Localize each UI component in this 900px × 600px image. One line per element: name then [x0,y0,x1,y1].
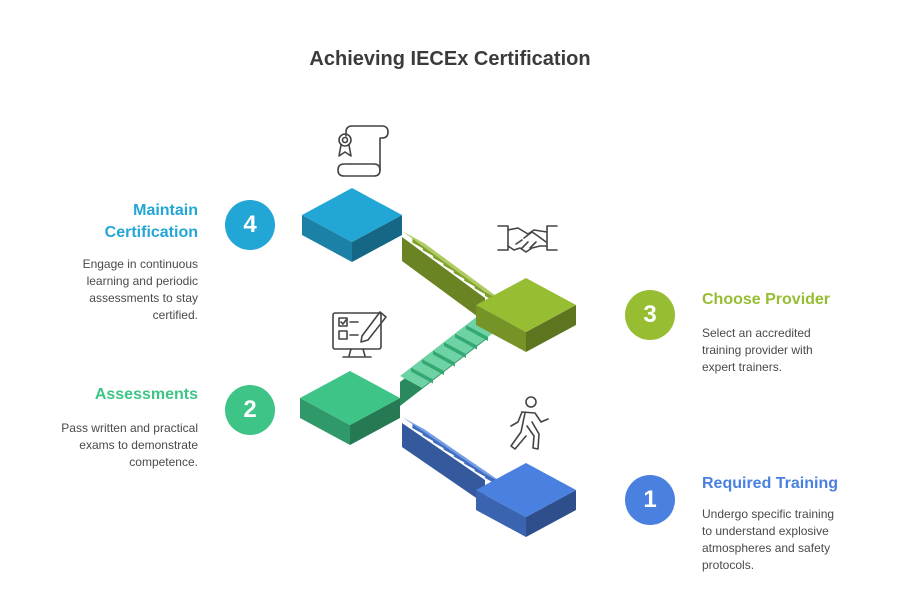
platform-2-left-side [300,398,350,445]
certificate-scroll-icon [337,125,389,177]
stairs-4-to-3-step [422,246,456,266]
platform-4-right-side [352,215,402,262]
stairs-4-to-3-side [402,237,485,322]
platform-4-top [302,188,402,242]
step-1-description-line: atmospheres and safety [702,541,831,555]
stairs-2-to-3-step [433,342,466,363]
stairs-2-to-1-step [433,438,466,458]
stairs-2-to-1 [402,417,507,504]
platforms [300,188,576,537]
stairs-2-to-1-step [402,417,435,437]
platform-2-right-side [350,398,400,445]
step-3-badge: 3 [625,290,675,340]
step-2-title: Assessments [94,386,198,403]
monitor-checklist-icon [332,311,387,358]
step-4-title-line: Certification [104,224,198,241]
step-4-description-line: certified. [152,308,198,322]
step-3-description-line: training provider with [702,343,813,357]
platform-1-top [476,463,576,517]
handshake-icon [497,225,558,253]
step-4-description-line: Engage in continuous [82,257,198,271]
stairs-2-to-3-riser [433,350,455,367]
step-1-description-line: protocols. [702,558,755,572]
stairs-2-to-3-riser [444,342,466,358]
stairs-2-to-3-riser [455,333,477,350]
stairs-4-to-3-step [464,276,497,297]
stairs-2-to-1-step [464,459,497,479]
stairs-2-to-3-step [400,367,433,388]
platform-4-left-side [302,215,352,262]
stairs-2-to-3-step [411,359,444,380]
stairs-2-to-3-riser [411,367,433,384]
platform-1 [476,463,576,537]
stairs-4-to-3-step [402,231,435,251]
stairs-2-to-1-side [402,423,485,504]
step-2-description-line: competence. [129,455,198,469]
stairs-4-to-3-step [433,253,466,274]
step-3-title: Choose Provider [702,291,831,308]
step-2-description-line: Pass written and practical [61,421,198,435]
stairs-2-to-1-step [453,452,487,472]
step-4-description-line: assessments to stay [89,291,198,305]
step-1-description-line: to understand explosive [702,524,829,538]
stairs-2-to-3 [400,308,510,406]
stairs-2-to-3-step [444,333,477,354]
step-3-description-line: Select an accredited [702,326,811,340]
stairs-2-to-3-step [422,350,455,371]
diagram-title: Achieving IECEx Certification [309,48,591,70]
step-2-badge: 2 [225,385,275,435]
step-3-number: 3 [643,301,657,328]
stairs-2-to-1-step [422,431,456,451]
step-4-description-line: learning and periodic [86,274,198,288]
step-4-title-line: Maintain [133,202,198,219]
stairs-2-to-1-step [412,424,445,444]
step-2-description-line: exams to demonstrate [79,438,198,452]
stairs-4-to-3-step [443,261,476,282]
step-1-description-line: Undergo specific training [702,507,835,521]
platform-2-top [300,371,400,425]
platform-3 [476,278,576,352]
step-4-title: Maintain Certification [40,200,198,244]
step-3-description-line: expert trainers. [702,360,783,374]
platform-2 [300,371,400,445]
platform-4 [302,188,402,262]
stairs-4-to-3-step [412,238,445,259]
staircase-connectors [400,231,510,504]
step-1-title: Required Training [702,475,839,492]
walking-person-icon [510,396,549,450]
stairs-2-to-1-step [443,445,476,465]
platform-1-left-side [476,490,526,537]
step-2-number: 2 [243,396,257,423]
step-1-description: Undergo specific training to understand … [702,506,892,574]
stairs-4-to-3-step [453,269,487,289]
stairs-2-to-3-riser [422,359,444,375]
platform-3-right-side [526,305,576,352]
step-1-number: 1 [643,486,657,513]
step-3-description: Select an accredited training provider w… [702,325,892,376]
stairs-2-to-3-step [455,325,488,346]
platform-3-left-side [476,305,526,352]
platform-1-right-side [526,490,576,537]
step-4-description: Engage in continuous learning and period… [20,256,198,324]
step-1-badge: 1 [625,475,675,525]
step-4-badge: 4 [225,200,275,250]
step-4-number: 4 [243,211,257,238]
stairs-2-to-3-riser [466,325,488,341]
step-2-description: Pass written and practical exams to demo… [20,420,198,471]
platform-3-top [476,278,576,332]
